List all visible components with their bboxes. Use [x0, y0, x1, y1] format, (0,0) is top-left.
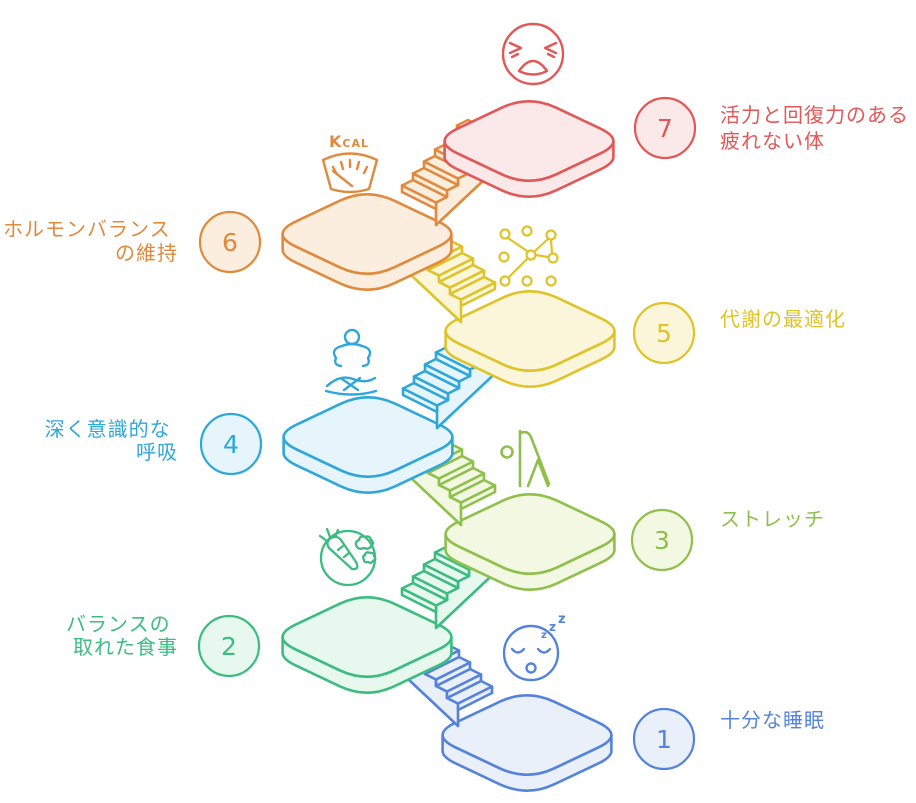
sleeping-face-icon	[502, 624, 560, 682]
stretching-person-icon	[500, 429, 551, 488]
step-4-badge	[199, 412, 263, 476]
zzz-letter: z	[549, 620, 556, 634]
step-6-badge	[198, 210, 262, 274]
step-7-number: 7	[657, 114, 673, 143]
level-1: z z z 1 十分な睡眠	[441, 612, 825, 792]
step-5-label: 代謝の最適化	[720, 307, 846, 331]
step-3-badge	[630, 508, 694, 572]
calorie-gauge-icon	[321, 152, 379, 194]
level-6: Kcal 6 ホルモンバランス の維持	[3, 132, 453, 291]
step-7-badge	[633, 96, 697, 160]
meditating-person-icon	[324, 328, 378, 396]
level-7: 7 活力と回復力のある 疲れない体	[443, 22, 916, 198]
step-5-number: 5	[656, 319, 672, 348]
step-6-label: ホルモンバランス の維持	[3, 217, 178, 265]
step-2-badge	[197, 614, 261, 678]
step-4-label: 深く意識的な 呼吸	[45, 417, 178, 464]
step-2-number: 2	[221, 632, 237, 661]
step-1-number: 1	[656, 725, 672, 754]
zzz-letter: z	[558, 612, 566, 627]
step-6-number: 6	[222, 228, 238, 257]
step-1-badge	[632, 707, 696, 771]
level-5: 5 代謝の最適化	[444, 225, 846, 388]
kcal-gauge-label: Kcal	[329, 132, 369, 151]
level-4: 4 深く意識的な 呼吸	[45, 328, 454, 494]
level-3: 3 ストレッチ	[444, 429, 825, 591]
molecule-network-icon	[498, 225, 559, 287]
step-1-label: 十分な睡眠	[720, 708, 825, 732]
zzz-letter: z	[541, 630, 547, 641]
step-3-label: ストレッチ	[720, 507, 825, 531]
level-2: 2 バランスの 取れた食事	[66, 527, 453, 694]
step-7-label: 活力と回復力のある 疲れない体	[720, 103, 916, 153]
step-2-label: バランスの 取れた食事	[66, 612, 178, 659]
step-3-number: 3	[654, 526, 670, 555]
step-5-badge	[632, 301, 696, 365]
step-4-number: 4	[223, 430, 239, 459]
weary-face-icon	[501, 22, 565, 86]
vegetables-icon	[318, 527, 377, 587]
platform-1	[441, 694, 613, 792]
